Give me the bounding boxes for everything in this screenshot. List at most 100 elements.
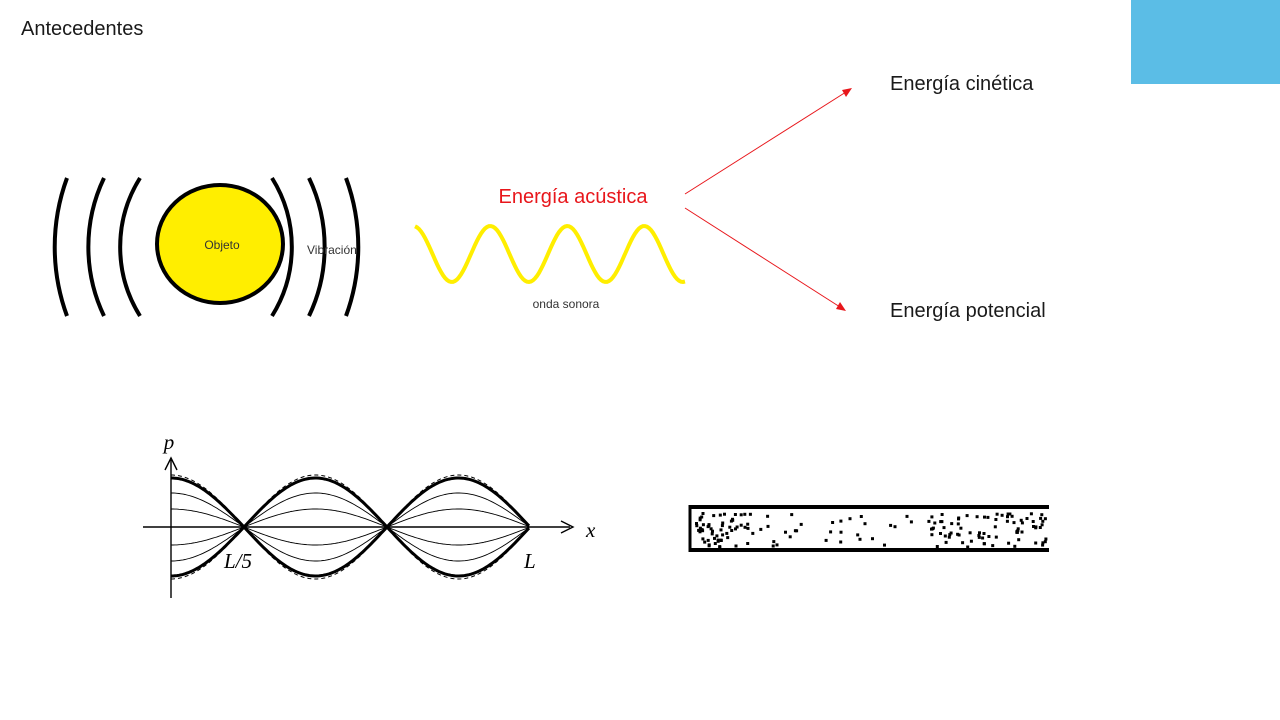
tube-particle	[909, 520, 913, 524]
tube-particle	[1043, 517, 1047, 521]
vibration-arc-left-3	[52, 177, 69, 317]
tube-particle	[734, 544, 738, 548]
y-axis-label: p	[162, 430, 175, 454]
standing-wave-curves	[171, 474, 531, 580]
tube-particle	[975, 515, 979, 519]
tube-particle	[707, 523, 711, 527]
tube-particle	[1015, 529, 1019, 533]
standing-wave-curve	[171, 508, 530, 546]
tube-particle	[968, 531, 972, 535]
tube-particle	[1031, 520, 1035, 523]
standing-wave-curve	[171, 492, 530, 562]
tube-particle	[766, 514, 770, 518]
tube-particle	[795, 529, 799, 533]
tube-particle	[1013, 544, 1017, 548]
tube-particle	[883, 543, 886, 547]
tube-particle	[839, 530, 843, 534]
tube-particle	[939, 532, 942, 535]
tube-particle	[701, 512, 705, 515]
tube-particle	[930, 527, 933, 531]
standing-wave-plot: p x L/5 L	[143, 430, 596, 598]
tube-particle	[719, 538, 723, 542]
tube-particle	[965, 514, 969, 518]
tube-particle	[956, 522, 960, 526]
standing-wave-curve	[171, 476, 531, 578]
tube-particle	[956, 532, 960, 536]
tube-particle	[713, 542, 717, 545]
tube-particle	[942, 526, 946, 530]
tube-particle	[1034, 525, 1038, 529]
tube-particle	[721, 521, 725, 525]
object-label: Objeto	[204, 238, 240, 252]
tube-particle	[848, 517, 852, 521]
vibration-arc-right-3	[344, 177, 361, 317]
tube-particle	[709, 527, 713, 531]
tube-particle	[994, 518, 998, 521]
tube-particle	[978, 531, 981, 535]
arrow-to-kinetic	[684, 91, 847, 195]
tube-particle	[1006, 515, 1009, 519]
tube-particle	[726, 536, 730, 540]
x-axis-arrowhead	[560, 520, 575, 534]
tube-particle	[957, 516, 961, 520]
tube-particle	[977, 535, 981, 539]
vibration-arc-left-2	[86, 177, 106, 317]
tube-particle	[703, 540, 707, 544]
tube-particle	[720, 524, 724, 528]
tube-particle	[751, 531, 755, 535]
tube-particle	[723, 512, 726, 516]
tube-particle	[927, 519, 931, 523]
tube-particle	[746, 522, 750, 526]
end-label: L	[523, 549, 536, 573]
tube-particle	[940, 513, 944, 516]
tube-particle	[944, 540, 948, 544]
tube-particle	[1034, 541, 1038, 545]
tube-particle	[1005, 519, 1009, 523]
tube-particle	[949, 531, 953, 535]
tube-particle	[947, 535, 951, 539]
tube-particle	[775, 543, 779, 547]
tube-particle	[930, 533, 934, 537]
tube-particle	[858, 537, 862, 541]
tube-particle	[719, 528, 723, 532]
standing-wave-envelope-dashed	[171, 474, 530, 580]
kinetic-energy-label: Energía cinética	[890, 73, 1034, 95]
tube-particle	[969, 539, 973, 543]
vibration-label: Vibración	[307, 243, 357, 257]
tube-particle	[1043, 540, 1047, 544]
y-axis-arrowhead	[164, 456, 178, 471]
tube-particle	[790, 513, 794, 517]
tube-particle	[1008, 512, 1012, 516]
tube-particle	[859, 515, 863, 518]
tube-particle	[746, 542, 750, 545]
tube-particles	[695, 512, 1048, 549]
tube-particle	[728, 525, 732, 529]
tube-particle	[905, 514, 909, 518]
tube-particle	[739, 513, 743, 517]
wave-label: onda sonora	[533, 297, 600, 311]
tube-particle	[698, 518, 702, 522]
tube-particle	[1041, 519, 1045, 523]
tube-particle	[839, 540, 843, 544]
tube-particle	[730, 529, 734, 532]
tube-particle	[706, 525, 710, 529]
standing-wave-curve	[171, 492, 530, 562]
tube-particle	[715, 534, 719, 538]
tube-particle	[871, 537, 874, 541]
tube-particle	[1039, 516, 1043, 520]
tube-particle	[943, 534, 947, 538]
tube-particle	[1010, 514, 1014, 518]
tube-particle	[1041, 541, 1045, 545]
tube-particle	[721, 533, 725, 537]
tube-particle	[982, 542, 986, 546]
sound-wave-line	[414, 223, 686, 285]
tube-particle	[995, 512, 999, 516]
tube-particle	[950, 522, 954, 526]
tube-particle	[733, 513, 737, 516]
tube-particle	[771, 544, 775, 548]
tube-particle	[1016, 527, 1020, 531]
tube-particle	[931, 526, 935, 530]
tube-particle	[710, 532, 714, 536]
tube-particle	[725, 531, 729, 535]
tube-particle	[701, 523, 705, 527]
